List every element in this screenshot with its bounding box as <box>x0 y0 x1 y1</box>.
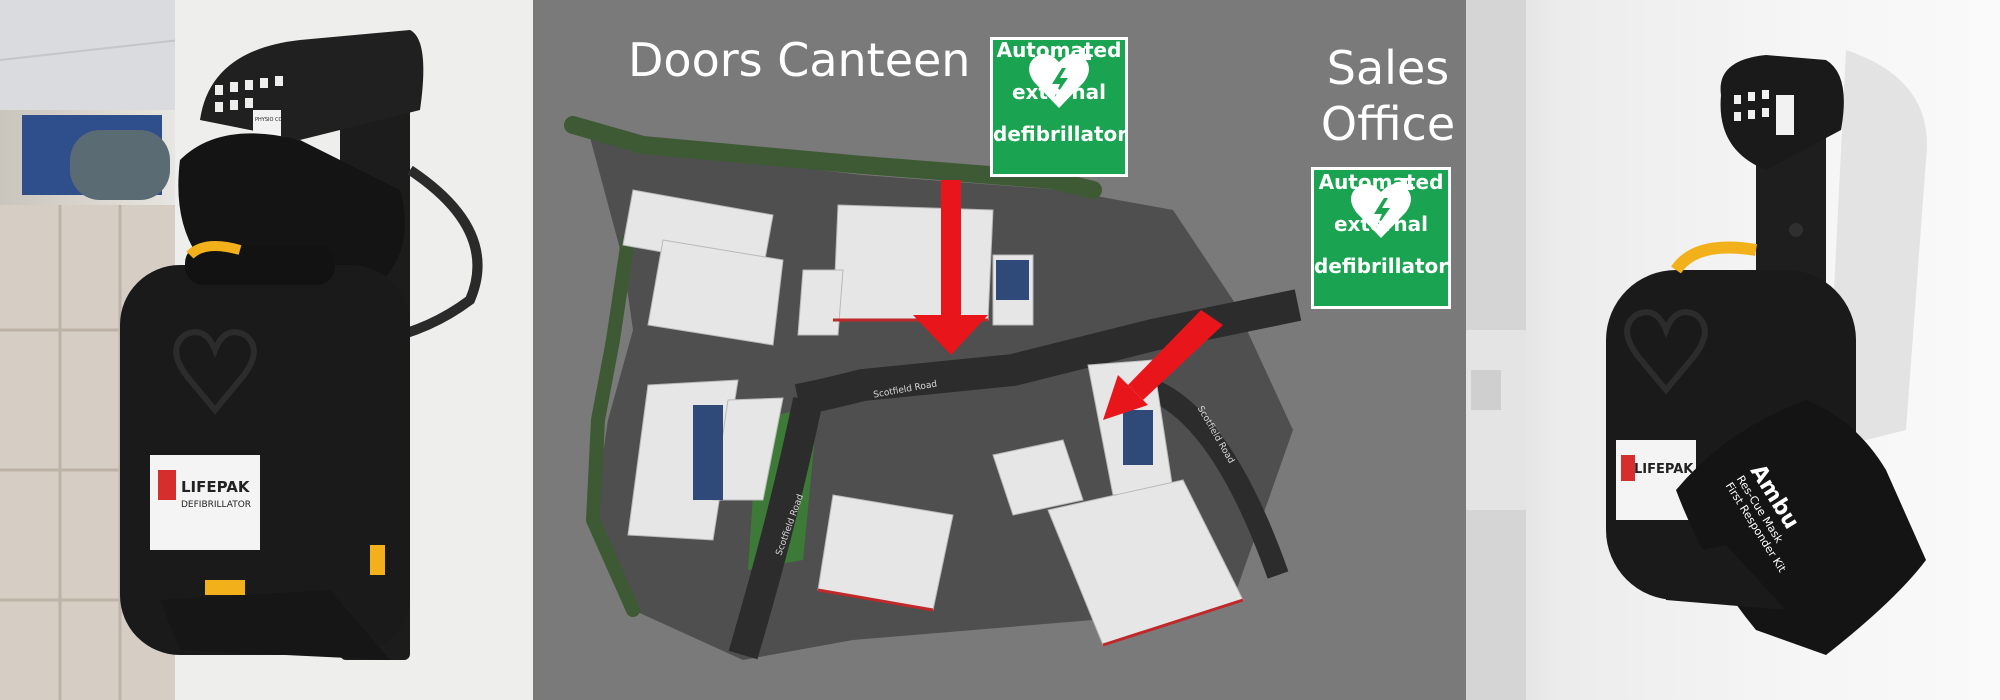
left-photo-panel: LIFEPAK DEFIBRILLATOR PHYSIO CONTROL <box>0 0 533 700</box>
right-photo-panel: LIFEPAK Ambu Res-Cue Mask First Responde… <box>1466 0 2000 700</box>
sales-office-label-line1: Sales <box>1326 41 1450 95</box>
right-photo-illustration <box>1466 0 1927 700</box>
right-lifepak-label: LIFEPAK <box>1634 462 1694 477</box>
left-defibrillator-label: DEFIBRILLATOR <box>181 500 252 510</box>
sign-line-3: defibrillator <box>1314 254 1449 278</box>
aed-sign-canteen-text: Automated external defibrillator <box>993 19 1128 166</box>
left-lifepak-label: LIFEPAK <box>181 478 250 496</box>
aed-sign-canteen: Automated external defibrillator <box>990 37 1128 177</box>
sales-office-label: Sales Office <box>1313 40 1463 152</box>
sign-line-1: Automated <box>996 38 1122 62</box>
aed-sign-sales: Automated external defibrillator <box>1311 167 1451 309</box>
sign-line-2: external <box>1011 80 1107 104</box>
aed-sign-sales-text: Automated external defibrillator <box>1314 151 1448 298</box>
sign-line-1: Automated <box>1318 170 1444 194</box>
sign-line-3: defibrillator <box>993 122 1128 146</box>
sign-line-2: external <box>1333 212 1429 236</box>
left-photo-illustration <box>0 0 533 700</box>
left-case-tag: PHYSIO CONTROL <box>255 117 300 123</box>
aed-heart-icon <box>1029 48 1091 108</box>
aed-heart-icon <box>1351 178 1413 238</box>
site-map-illustration <box>564 116 1302 660</box>
site-map-panel: Doors Canteen Sales Office Automated ext… <box>533 0 1466 700</box>
sales-office-label-line2: Office <box>1320 97 1456 151</box>
doors-canteen-label: Doors Canteen <box>628 33 971 87</box>
